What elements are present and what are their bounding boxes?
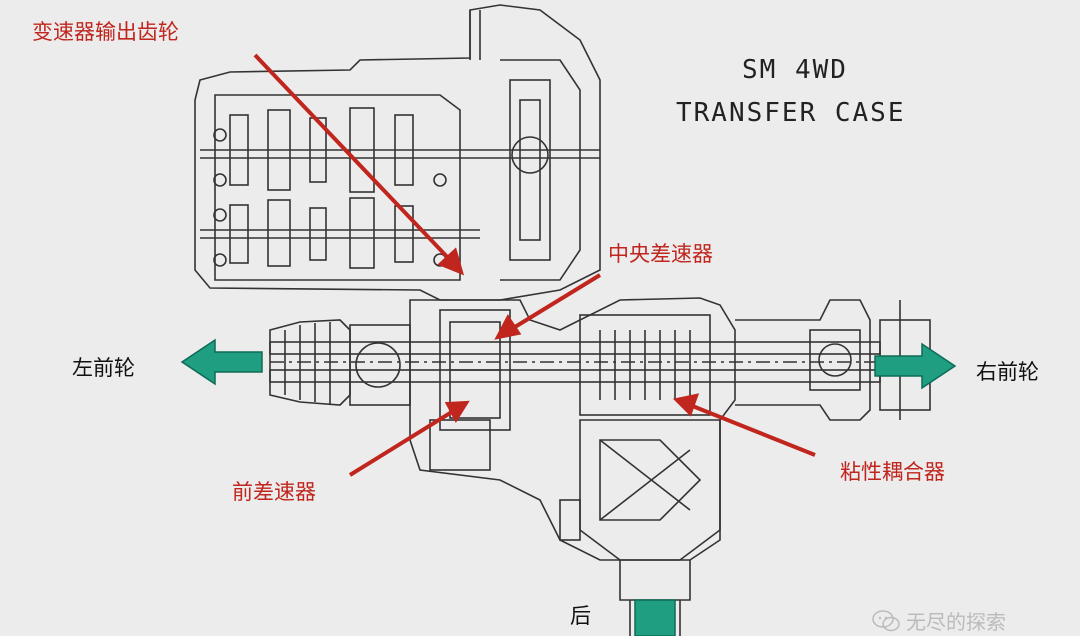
label-left-front-wheel: 左前轮	[72, 356, 135, 380]
pointer-gearbox-output-gear	[253, 53, 454, 264]
wechat-logo-icon	[872, 609, 900, 631]
watermark: 无尽的探索	[872, 606, 1006, 635]
label-viscous-coupling: 粘性耦合器	[840, 460, 945, 484]
label-center-differential: 中央差速器	[608, 242, 713, 266]
label-right-front-wheel: 右前轮	[976, 360, 1039, 384]
pointer-front-differential	[348, 408, 457, 477]
rear-output-arrow	[634, 599, 676, 636]
right-output-arrow	[874, 342, 957, 390]
label-front-differential: 前差速器	[232, 480, 316, 504]
annotation-arrows	[253, 53, 816, 477]
direction-arrows	[180, 338, 957, 636]
label-gearbox-output-gear: 变速器输出齿轮	[32, 20, 179, 44]
label-rear: 后	[570, 604, 591, 628]
pointer-center-differential	[508, 273, 602, 332]
pointer-viscous-coupling	[689, 403, 816, 457]
left-output-arrow	[180, 338, 263, 386]
title-line-1: SM 4WD	[742, 55, 848, 85]
line-drawing	[194, 4, 931, 636]
watermark-text: 无尽的探索	[906, 610, 1006, 634]
title-line-2: TRANSFER CASE	[676, 98, 906, 128]
